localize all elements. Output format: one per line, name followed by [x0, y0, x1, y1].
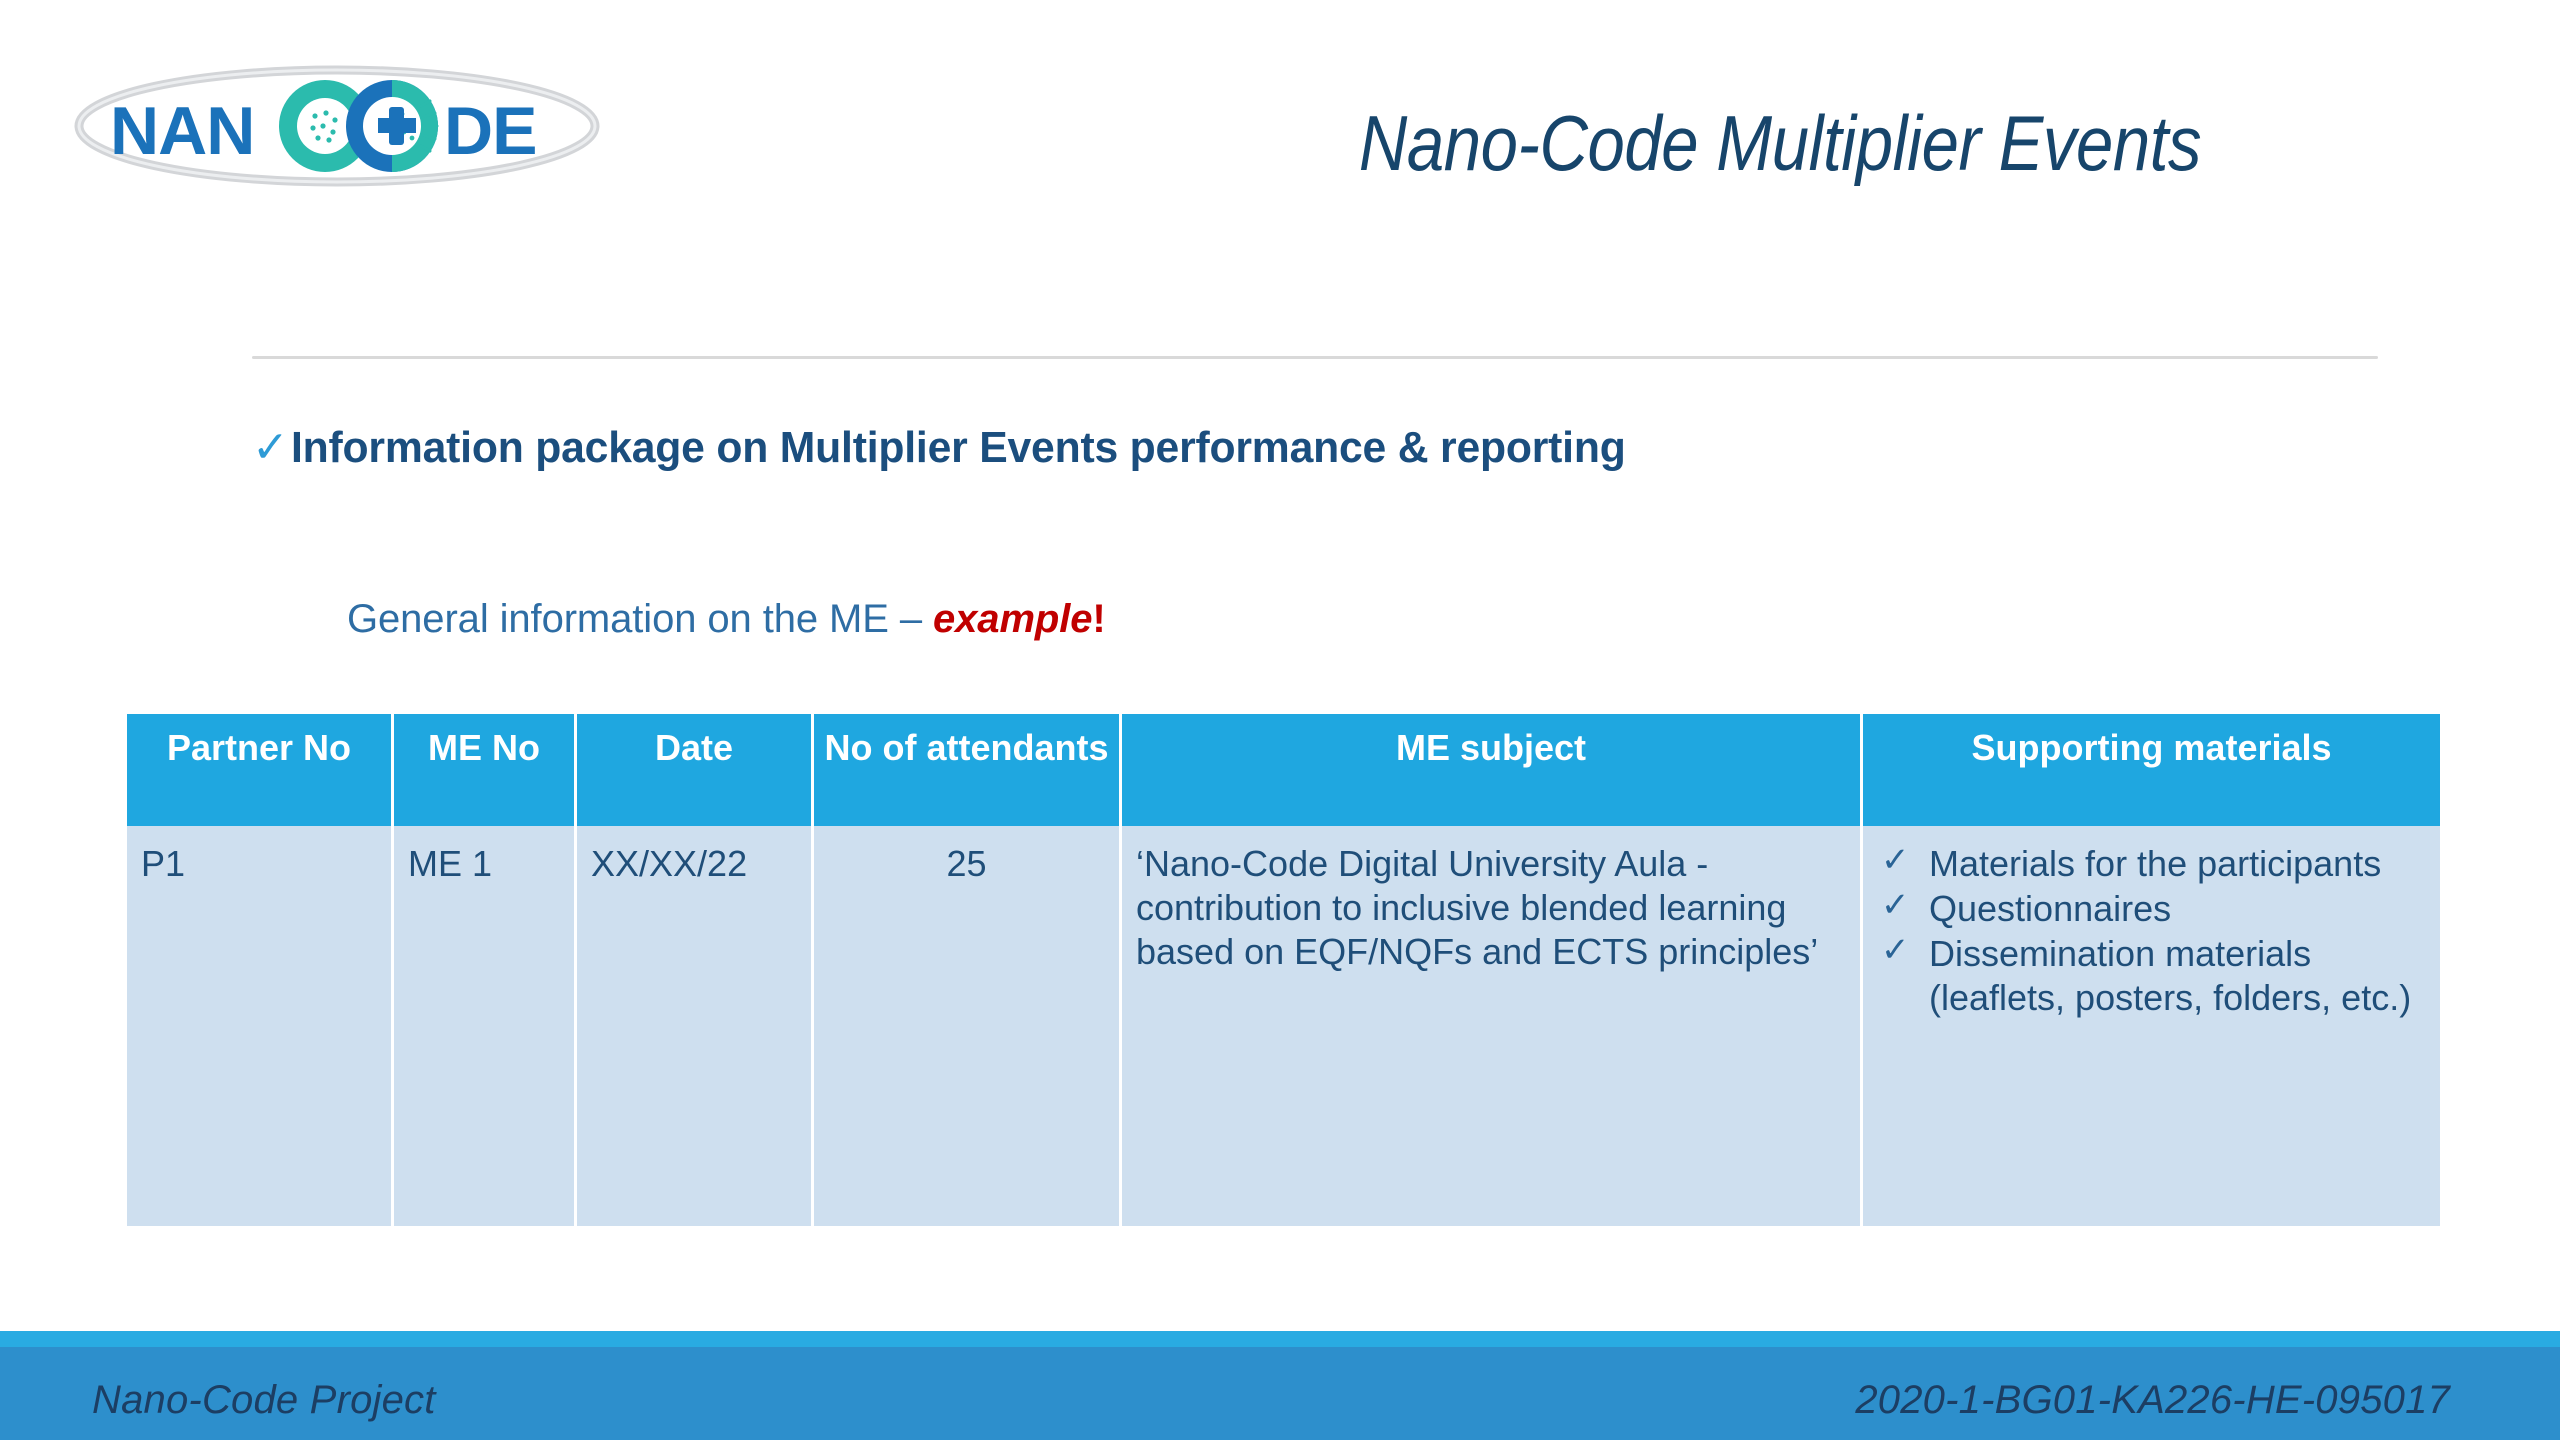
header-divider — [252, 356, 2378, 359]
footer-band — [0, 1347, 2560, 1440]
list-item-label: Materials for the participants — [1929, 843, 2382, 884]
column-header-supporting-materials: Supporting materials — [1863, 714, 2440, 826]
supporting-materials-list: ✓ Materials for the participants ✓ Quest… — [1877, 841, 2426, 1020]
svg-text:NAN: NAN — [110, 93, 254, 169]
table-header-row: Partner No ME No Date No of attendants M… — [127, 714, 2440, 826]
footer-accent-strip — [0, 1331, 2560, 1347]
cell-date: XX/XX/22 — [577, 826, 814, 1226]
multiplier-events-table: Partner No ME No Date No of attendants M… — [127, 714, 2440, 1226]
footer-project-name: Nano-Code Project — [92, 1378, 436, 1422]
svg-text:DE: DE — [444, 93, 536, 169]
column-header-me-no: ME No — [394, 714, 577, 826]
list-item: ✓ Dissemination materials (leaflets, pos… — [1881, 930, 2426, 1020]
page-title: Nano-Code Multiplier Events — [1358, 99, 2202, 187]
column-header-no-of-attendants: No of attendants — [814, 714, 1122, 826]
footer-grant-number: 2020-1-BG01-KA226-HE-095017 — [1855, 1378, 2450, 1422]
check-icon: ✓ — [1881, 885, 1910, 924]
column-header-me-subject: ME subject — [1122, 714, 1863, 826]
check-icon: ✓ — [1881, 930, 1910, 969]
cell-no-of-attendants: 25 — [814, 826, 1122, 1226]
subtitle-lead: General information on the ME – — [347, 597, 933, 641]
column-header-date: Date — [577, 714, 814, 826]
subtitle-bang: ! — [1092, 597, 1106, 641]
subtitle: General information on the ME – example! — [347, 597, 1106, 642]
section-heading-label: Information package on Multiplier Events… — [290, 423, 1626, 472]
cell-partner-no: P1 — [127, 826, 394, 1226]
list-item-label: Dissemination materials (leaflets, poste… — [1929, 932, 2412, 1018]
section-heading: ✓ Information package on Multiplier Even… — [252, 423, 1667, 473]
check-icon: ✓ — [252, 423, 289, 472]
subtitle-emphasis: example — [933, 597, 1093, 641]
cell-supporting-materials: ✓ Materials for the participants ✓ Quest… — [1863, 826, 2440, 1226]
list-item-label: Questionnaires — [1929, 887, 2172, 929]
cell-me-subject: ‘Nano-Code Digital University Aula - con… — [1122, 826, 1863, 1226]
list-item: ✓ Questionnaires — [1881, 885, 2426, 931]
check-icon: ✓ — [1881, 841, 1910, 879]
list-item: ✓ Materials for the participants — [1881, 841, 2426, 886]
table-row: P1 ME 1 XX/XX/22 25 ‘Nano-Code Digital U… — [127, 826, 2440, 1226]
cell-me-no: ME 1 — [394, 826, 577, 1226]
column-header-partner-no: Partner No — [127, 714, 394, 826]
nanocode-logo: NAN — [72, 62, 602, 190]
